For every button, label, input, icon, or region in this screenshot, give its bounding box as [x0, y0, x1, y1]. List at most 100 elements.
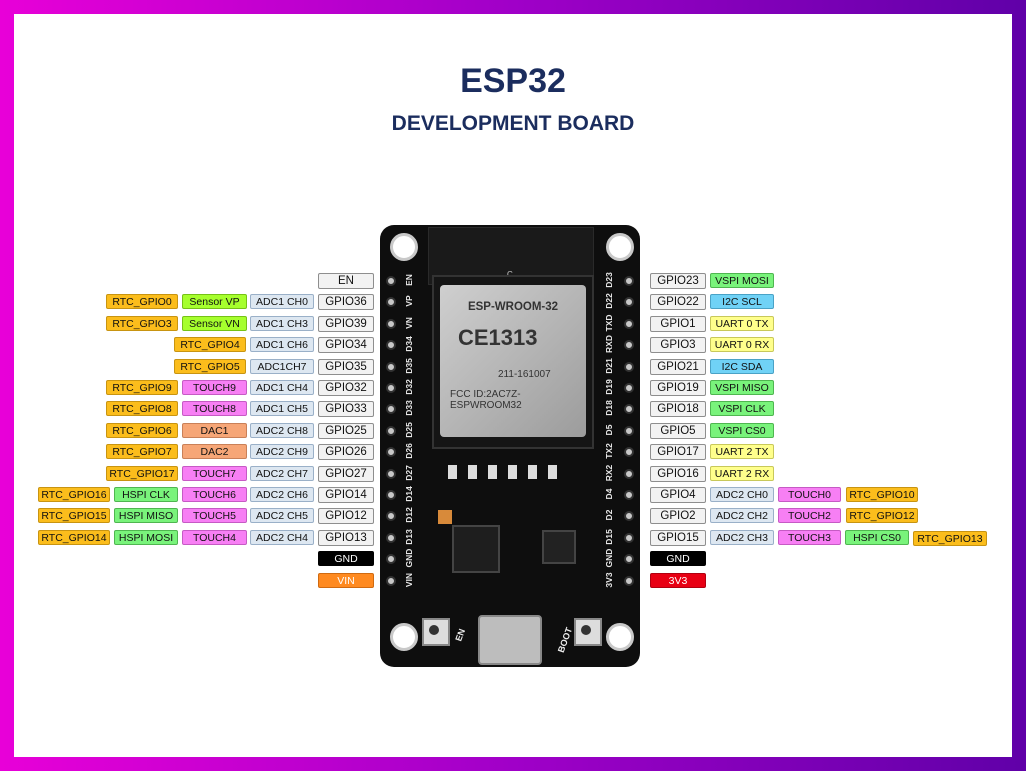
function-label-i2c-sda: I2C SDA [710, 358, 774, 374]
function-label-uart-0-tx: UART 0 TX [710, 315, 774, 331]
header-pin [624, 318, 634, 329]
adc-label: ADC2 CH9 [250, 444, 314, 460]
rtc-label-rtc-gpio6: RTC_GPIO6 [106, 422, 178, 438]
adc-label: ADC2 CH4 [250, 529, 314, 545]
voltage-regulator [452, 525, 500, 573]
smd-component [528, 465, 537, 479]
function-label-sensor-vn: Sensor VN [182, 315, 247, 331]
adc-label: ADC1 CH5 [250, 401, 314, 417]
function-label-adc2-ch2: ADC2 CH2 [710, 508, 774, 524]
gpio-label-gpio36: GPIO36 [318, 294, 374, 311]
header-pin [386, 532, 396, 543]
function-label-touch3: TOUCH3 [778, 529, 841, 545]
silkscreen-label: D23 [604, 272, 614, 288]
rf-shield: ESP-WROOM-32 CE1313 211-161007 FCC ID:2A… [440, 285, 586, 437]
gpio-label-gpio27: GPIO27 [318, 465, 374, 482]
function-label-vspi-cs0: VSPI CS0 [710, 422, 774, 438]
header-pin [386, 425, 396, 436]
silkscreen-label: TXD [604, 314, 614, 332]
silkscreen-label: D15 [604, 529, 614, 545]
boot-button-label: BOOT [555, 626, 575, 654]
function-label-touch4: TOUCH4 [182, 529, 247, 545]
silkscreen-label: D27 [404, 464, 414, 481]
gpio-label-gpio4: GPIO4 [650, 487, 706, 503]
silkscreen-label: RX2 [604, 464, 614, 481]
header-pin [624, 511, 634, 522]
silkscreen-label: D26 [404, 443, 414, 459]
gpio-label-gpio15: GPIO15 [650, 529, 706, 546]
adc-label: ADC2 CH6 [250, 487, 314, 502]
function-label-dac2: DAC2 [182, 444, 247, 460]
silkscreen-label: TX2 [604, 443, 614, 459]
function-label-sensor-vp: Sensor VP [182, 294, 247, 310]
header-pin [386, 361, 396, 372]
esp32-board: C ESP-WROOM-32 CE1313 211-161007 FCC ID:… [380, 225, 640, 667]
smd-component [548, 465, 557, 479]
gpio-label-gpio23: GPIO23 [650, 273, 706, 289]
silkscreen-label: RXD [604, 335, 614, 354]
function-label-vspi-miso: VSPI MISO [710, 380, 774, 395]
en-button[interactable] [422, 618, 450, 646]
silkscreen-label: GND [604, 548, 614, 568]
gpio-label-gpio33: GPIO33 [318, 401, 374, 418]
antenna-marking: C [507, 270, 513, 279]
diagram-title: ESP32 [460, 62, 566, 100]
silkscreen-label: D4 [604, 488, 614, 500]
silkscreen-label: VP [404, 295, 414, 308]
rtc-label-rtc-gpio15: RTC_GPIO15 [38, 508, 110, 524]
power-pin-gnd: GND [318, 551, 374, 567]
header-pin [386, 554, 396, 565]
function-label-i2c-scl: I2C SCL [710, 294, 774, 310]
function-label-dac1: DAC1 [182, 422, 247, 438]
ce-mark: CE1313 [458, 325, 538, 350]
gpio-label-gpio14: GPIO14 [318, 487, 374, 503]
silkscreen-label: D21 [604, 357, 614, 374]
adc-label: ADC2 CH8 [250, 422, 314, 438]
mount-hole [390, 233, 418, 261]
boot-button[interactable] [574, 618, 602, 646]
header-pin [386, 511, 396, 522]
header-pin [386, 276, 396, 286]
function-label-uart-2-rx: UART 2 RX [710, 465, 774, 481]
gpio-label-gpio12: GPIO12 [318, 508, 374, 525]
silkscreen-label: D2 [604, 509, 614, 521]
function-label-touch0: TOUCH0 [778, 487, 841, 502]
header-pin [624, 447, 634, 458]
function-label-uart-2-tx: UART 2 TX [710, 444, 774, 460]
gpio-label-gpio19: GPIO19 [650, 380, 706, 396]
rtc-label-rtc-gpio17: RTC_GPIO17 [106, 465, 178, 481]
gpio-label-gpio22: GPIO22 [650, 294, 706, 311]
header-pin [624, 297, 634, 308]
gpio-label-gpio16: GPIO16 [650, 465, 706, 482]
rtc-label-rtc-gpio3: RTC_GPIO3 [106, 315, 178, 331]
power-pin-vin: VIN [318, 572, 374, 588]
mount-hole [606, 233, 634, 261]
header-pin [386, 297, 396, 308]
function-label-rtc-gpio12: RTC_GPIO12 [846, 508, 918, 524]
adc-label: ADC2 CH5 [250, 508, 314, 524]
header-pin [624, 554, 634, 565]
adc-label: ADC2 CH7 [250, 465, 314, 481]
micro-usb-port[interactable] [478, 615, 542, 665]
function-label-touch8: TOUCH8 [182, 401, 247, 417]
silkscreen-label: VIN [404, 572, 414, 587]
gpio-label-gpio2: GPIO2 [650, 508, 706, 525]
gpio-label-gpio25: GPIO25 [318, 422, 374, 439]
esp-wroom-32-module: ESP-WROOM-32 CE1313 211-161007 FCC ID:2A… [432, 275, 594, 449]
header-pin [624, 575, 634, 586]
rtc-label-rtc-gpio5: RTC_GPIO5 [174, 358, 246, 374]
mount-hole [390, 623, 418, 651]
silkscreen-label: D5 [604, 424, 614, 436]
rtc-label-rtc-gpio4: RTC_GPIO4 [174, 337, 246, 353]
gpio-label-gpio5: GPIO5 [650, 422, 706, 439]
gpio-label-gpio32: GPIO32 [318, 380, 374, 396]
header-pin [624, 383, 634, 393]
rtc-label-rtc-gpio9: RTC_GPIO9 [106, 380, 178, 395]
gpio-label-gpio39: GPIO39 [318, 315, 374, 332]
silkscreen-label: D32 [404, 379, 414, 395]
fcc-id: FCC ID:2AC7Z-ESPWROOM32 [450, 389, 522, 411]
header-pin [624, 532, 634, 543]
pin-en-label: EN [318, 273, 374, 289]
spi-label: HSPI MISO [114, 508, 178, 524]
power-pin-gnd: GND [650, 551, 706, 567]
